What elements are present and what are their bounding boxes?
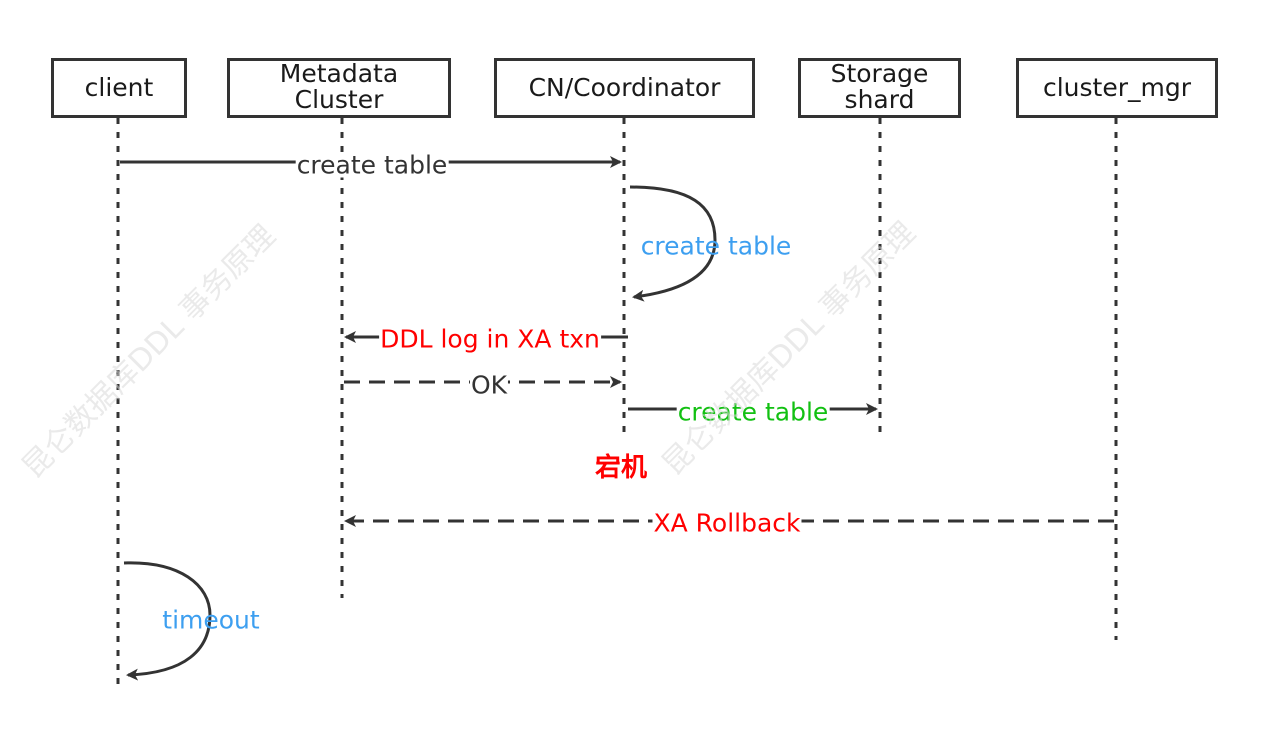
participant-storage-label-line2: shard <box>844 85 915 115</box>
message-label-cn-self-create-table: create table <box>640 231 792 261</box>
message-label-xa-rollback: XA Rollback <box>652 508 802 538</box>
participant-cluster-mgr-label: cluster_mgr <box>1042 72 1192 102</box>
participant-metadata-cluster: Metadata Cluster <box>227 58 451 118</box>
crash-label: 宕机 <box>594 453 648 483</box>
participant-cn-label: CN/Coordinator <box>528 72 721 102</box>
participant-client: client <box>51 58 187 118</box>
message-label-ddl-log: DDL log in XA txn <box>379 324 601 354</box>
participant-storage-shard: Storage shard <box>798 58 961 118</box>
participant-client-label: client <box>84 72 154 102</box>
participant-metadata-label-line2: Cluster <box>294 85 384 115</box>
arrow-cn-self <box>629 185 717 302</box>
participant-cluster-mgr: cluster_mgr <box>1016 58 1218 118</box>
message-label-storage-create-table: create table <box>676 397 830 427</box>
message-label-client-create-table: create table <box>295 150 449 180</box>
participant-metadata-label-line1: Metadata <box>279 59 399 88</box>
message-label-timeout: timeout <box>162 605 260 635</box>
participant-cn-coordinator: CN/Coordinator <box>494 58 755 118</box>
message-label-ok: OK <box>469 370 509 400</box>
arrow-client-self-timeout <box>123 561 212 681</box>
participant-storage-label-line1: Storage <box>830 59 929 88</box>
